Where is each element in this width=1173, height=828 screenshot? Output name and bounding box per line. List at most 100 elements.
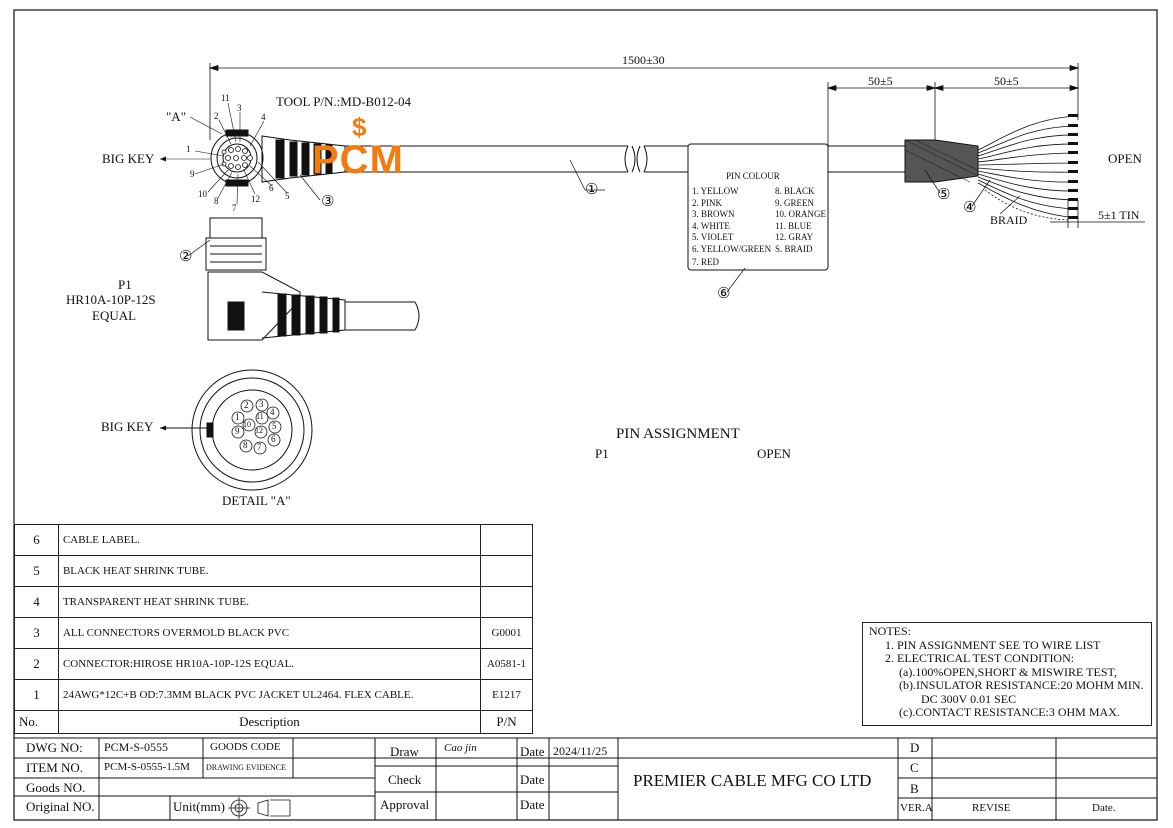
tin-length-dim: 5±1 TIN	[1098, 208, 1140, 222]
bom-row: 2 CONNECTOR:HIROSE HR10A-10P-12S EQUAL. …	[14, 648, 533, 680]
bom-no: 1	[14, 679, 59, 711]
revise-label: REVISE	[972, 802, 1011, 814]
detail-a-pins	[231, 398, 282, 455]
bom-desc: TRANSPARENT HEAT SHRINK TUBE.	[57, 586, 482, 618]
bom-row: 6 CABLE LABEL.	[14, 524, 533, 556]
detail-pin-number: 8	[243, 440, 248, 450]
note-line: 1. PIN ASSIGNMENT SEE TO WIRE LIST	[885, 637, 1101, 652]
view-a-marker: "A"	[166, 109, 187, 124]
connector-top-pins	[221, 146, 253, 170]
overall-length-dim: 1500±30	[622, 53, 665, 67]
p1-label: P1	[118, 277, 132, 292]
notes-title: NOTES:	[869, 624, 911, 638]
bom-no: 3	[14, 617, 59, 649]
bom-pn: A0581-1	[480, 648, 533, 680]
note-line: (c).CONTACT RESISTANCE:3 OHM MAX.	[899, 705, 1120, 719]
connector-side-view	[205, 217, 420, 341]
dimension-tin	[1050, 200, 1145, 228]
bom-header-row: No. Description P/N	[14, 710, 533, 734]
connector-top-view	[210, 129, 346, 187]
pin-number: 12	[251, 194, 260, 204]
detail-a-label: DETAIL "A"	[222, 493, 291, 508]
open-end-label: OPEN	[1108, 151, 1142, 166]
bom-pn: E1217	[480, 679, 533, 711]
rev-c-label: C	[910, 760, 919, 775]
bom-no: 5	[14, 555, 59, 587]
pin-number: 7	[232, 203, 237, 213]
rev-d-label: D	[910, 740, 920, 755]
goods-no-label: Goods NO.	[26, 780, 86, 795]
pin-colour-item: 4. WHITE	[692, 221, 730, 231]
p1-equal: EQUAL	[92, 308, 137, 323]
bom-no: 6	[14, 524, 59, 556]
arrow-big-key-2	[160, 425, 166, 431]
pin-number: 11	[221, 93, 230, 103]
note-line: 2. ELECTRICAL TEST CONDITION:	[885, 651, 1075, 665]
note-line: (a).100%OPEN,SHORT & MISWIRE TEST,	[899, 664, 1117, 679]
pin-number: 8	[214, 196, 219, 206]
callout-5: ⑤	[937, 187, 951, 203]
date-label-approval: Date	[520, 797, 545, 812]
pin-colour-item: S. BRAID	[775, 244, 813, 254]
bom-header-pn: P/N	[480, 710, 533, 734]
bom-header-desc: Description	[57, 710, 482, 734]
draw-label: Draw	[390, 744, 419, 759]
bom-pn	[480, 586, 533, 618]
rev-b-label: B	[910, 781, 919, 796]
detail-a-view	[160, 369, 313, 491]
bom-desc: 24AWG*12C+B OD:7.3MM BLACK PVC JACKET UL…	[57, 679, 482, 711]
detail-pin-number: 12	[255, 426, 263, 435]
bom-pn	[480, 524, 533, 556]
pin-colour-item: 8. BLACK	[775, 186, 815, 196]
note-line: (b).INSULATOR RESISTANCE:20 MOHM MIN.	[899, 678, 1144, 692]
braid-label: BRAID	[990, 213, 1028, 227]
pin-colour-item: 9. GREEN	[775, 198, 814, 208]
bom-desc: ALL CONNECTORS OVERMOLD BLACK PVC	[57, 617, 482, 649]
sheet-border	[13, 9, 1158, 821]
arrow-big-key-1	[160, 156, 166, 162]
pin-assignment-title: PIN ASSIGNMENT	[616, 426, 740, 442]
pcm-logo: PCM	[312, 138, 404, 182]
detail-pin-number: 11	[256, 412, 264, 421]
approval-label: Approval	[380, 797, 430, 812]
bom-desc: CABLE LABEL.	[57, 524, 482, 556]
date-label-check: Date	[520, 772, 545, 787]
bom-row: 5 BLACK HEAT SHRINK TUBE.	[14, 555, 533, 587]
bom-header-no: No.	[14, 710, 59, 734]
bom-row: 1 24AWG*12C+B OD:7.3MM BLACK PVC JACKET …	[14, 679, 533, 711]
bom-desc: CONNECTOR:HIROSE HR10A-10P-12S EQUAL.	[57, 648, 482, 680]
pin-colour-item: 5. VIOLET	[692, 232, 734, 242]
callout-1: ①	[585, 182, 599, 198]
pin-number: 2	[214, 111, 219, 121]
detail-pin-number: 2	[244, 400, 249, 410]
cable-label-box	[687, 143, 829, 271]
big-key-label: BIG KEY	[102, 151, 155, 166]
check-label: Check	[388, 772, 422, 787]
draw-signature: Cao jin	[444, 742, 477, 754]
pcm-logo-mark: $	[352, 112, 367, 142]
strip-length-dim-2: 50±5	[994, 74, 1019, 88]
bom-desc: BLACK HEAT SHRINK TUBE.	[57, 555, 482, 587]
dwg-no-value: PCM-S-0555	[104, 740, 169, 754]
pin-leaders	[160, 102, 288, 205]
company-name: PREMIER CABLE MFG CO LTD	[633, 771, 872, 790]
pin-number: 10	[198, 189, 207, 199]
detail-pin-number: 5	[272, 421, 277, 431]
bom-pn	[480, 555, 533, 587]
detail-pin-number: 9	[235, 426, 240, 436]
date-column-label: Date.	[1092, 802, 1116, 814]
pin-colour-title: PIN COLOUR	[726, 171, 780, 181]
pin-colour-item: 3. BROWN	[692, 209, 735, 219]
pin-colour-item: 10. ORANGE	[775, 209, 826, 219]
p1-part-number: HR10A-10P-12S	[66, 292, 156, 307]
bom-pn: G0001	[480, 617, 533, 649]
detail-pin-number: 4	[270, 407, 275, 417]
pin-number: 3	[237, 103, 242, 113]
detail-pin-number: 7	[257, 442, 262, 452]
unit-label: Unit(mm)	[173, 799, 225, 814]
date-label-draw: Date	[520, 744, 545, 759]
pin-number: 1	[186, 144, 191, 154]
item-no-label: ITEM NO.	[26, 760, 84, 775]
